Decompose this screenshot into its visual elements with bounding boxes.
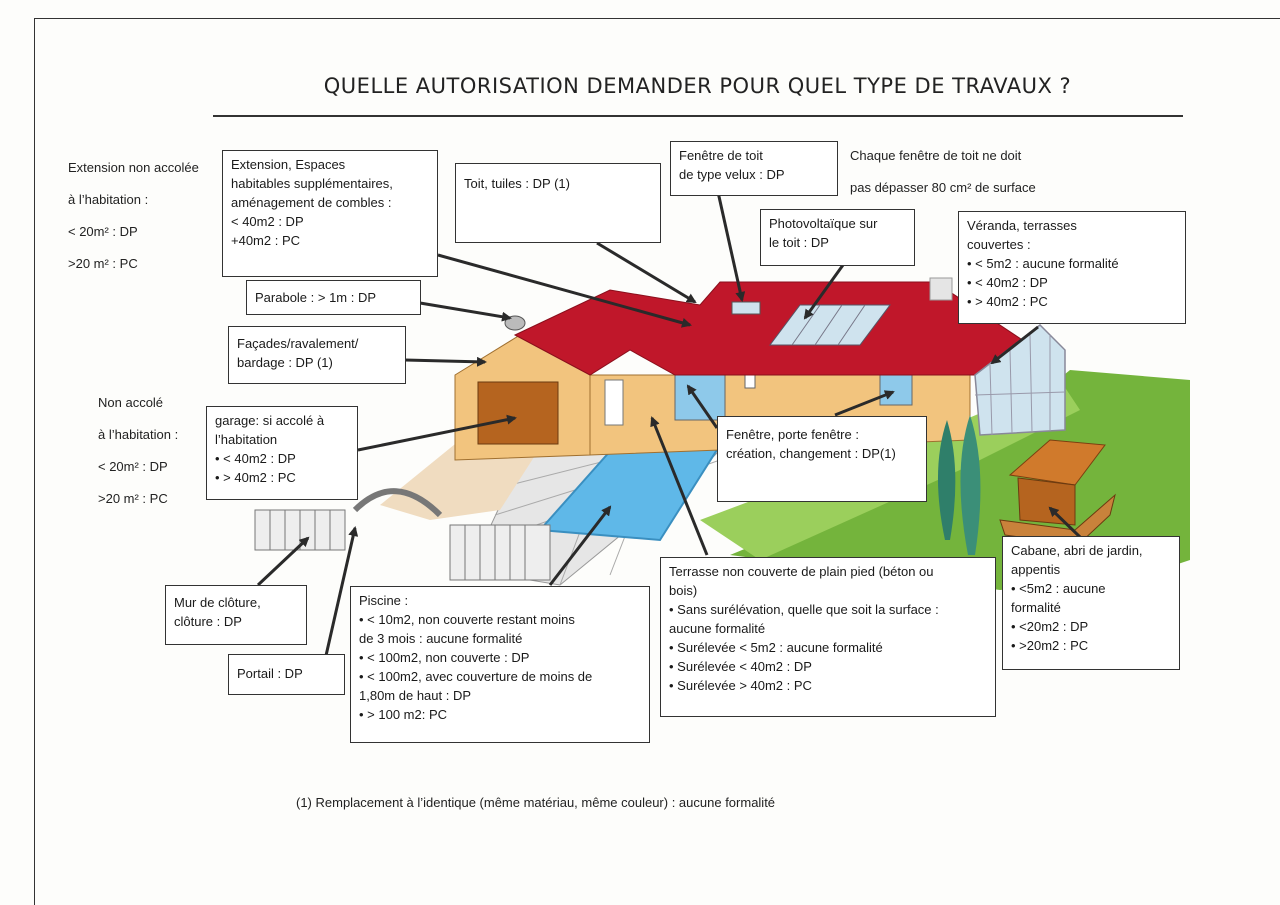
gate-arch	[352, 488, 443, 518]
note-extension-detached: Extension non accolée à l’habitation : <…	[68, 160, 199, 271]
solar-panel	[769, 304, 891, 346]
box-photovoltaique: Photovoltaïque sur le toit : DP	[760, 209, 915, 266]
garage-door	[477, 381, 559, 445]
box-veranda: Véranda, terrasses couvertes : • < 5m2 :…	[958, 211, 1186, 324]
footnote: (1) Remplacement à l’identique (même mat…	[296, 795, 776, 810]
page-frame	[34, 18, 1280, 905]
house-window	[879, 374, 913, 406]
box-fenetre: Fenêtre, porte fenêtre : création, chang…	[717, 416, 927, 502]
box-garage: garage: si accolé à l’habitation • < 40m…	[206, 406, 358, 500]
arrow-photovoltaique	[803, 264, 845, 320]
front-door	[604, 379, 624, 426]
shed-roof	[1008, 439, 1106, 486]
pointer-arrows	[256, 191, 1082, 661]
arrow-mur	[256, 536, 310, 587]
velux-window	[731, 301, 761, 315]
cypress-tree-1	[937, 420, 956, 540]
page-title: QUELLE AUTORISATION DEMANDER POUR QUEL T…	[323, 74, 1072, 98]
arrow-fenetre-1	[686, 384, 719, 429]
veranda-frame	[974, 334, 1066, 436]
arrow-veranda	[990, 325, 1039, 365]
box-extension: Extension, Espaces habitables supplément…	[222, 150, 438, 277]
box-terrasse: Terrasse non couverte de plain pied (bét…	[660, 557, 996, 717]
arrow-toit	[596, 241, 697, 304]
cypress-tree-2	[960, 415, 981, 555]
box-parabole: Parabole : > 1m : DP	[246, 280, 421, 315]
arrow-parabole	[419, 301, 512, 322]
box-piscine: Piscine : • < 10m2, non couverte restant…	[350, 586, 650, 743]
arrow-velux	[716, 191, 746, 302]
box-toit: Toit, tuiles : DP (1)	[455, 163, 661, 243]
box-mur-cloture: Mur de clôture, clôture : DP	[165, 585, 307, 645]
fence-bars	[269, 510, 331, 550]
title-underline	[213, 115, 1183, 117]
chimney	[929, 277, 953, 301]
box-portail: Portail : DP	[228, 654, 345, 695]
box-facades: Façades/ravalement/ bardage : DP (1)	[228, 326, 406, 384]
roof	[513, 281, 1031, 376]
shed-wall	[1017, 477, 1076, 526]
arrow-facades	[404, 356, 487, 367]
box-cabane: Cabane, abri de jardin, appentis • <5m2 …	[1002, 536, 1180, 670]
arrow-extension	[437, 253, 692, 328]
arrow-piscine	[548, 505, 612, 586]
arrow-cabane	[1048, 506, 1082, 539]
arrow-terrasse	[650, 416, 709, 556]
fence-right-bars	[464, 525, 526, 580]
arrow-portail	[323, 526, 359, 661]
arrow-fenetre-2	[834, 390, 895, 417]
arrow-garage	[357, 414, 517, 452]
solar-panel-grid	[791, 304, 866, 346]
shed-deck	[999, 493, 1116, 546]
fence-right	[449, 524, 551, 581]
note-roof-window-rule: Chaque fenêtre de toit ne doit pas dépas…	[850, 148, 1036, 195]
note-detached: Non accolé à l’habitation : < 20m² : DP …	[98, 395, 179, 506]
box-velux: Fenêtre de toit de type velux : DP	[670, 141, 838, 196]
